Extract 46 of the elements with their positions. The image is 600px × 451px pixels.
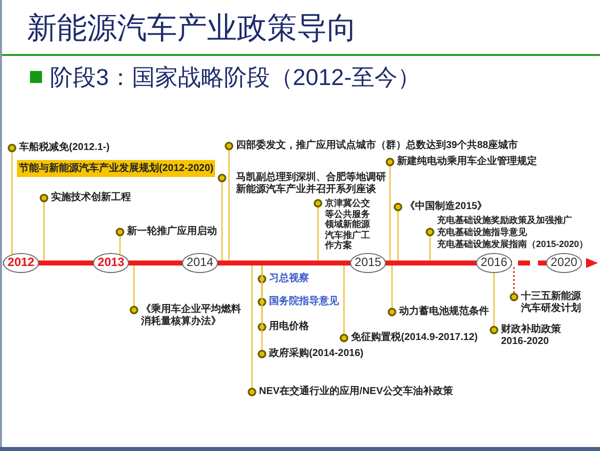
leader-line — [224, 142, 234, 260]
year-marker: 2014 — [182, 253, 218, 273]
event-label: 充电基础设施指导意见 — [437, 226, 527, 238]
leader-line — [258, 266, 266, 358]
leader-line — [314, 198, 322, 260]
year-marker: 2015 — [350, 253, 386, 273]
event-label: 充电基础设施发展指南（2015-2020） — [437, 238, 588, 250]
year-marker: 2012 — [3, 253, 39, 273]
event-label: 新建纯电动乘用车企业管理规定 — [397, 156, 537, 168]
event-label: 政府采购(2014-2016) — [269, 348, 364, 360]
leader-line — [426, 228, 434, 260]
leader-line — [340, 266, 348, 342]
leader-line — [8, 144, 16, 254]
event-label: 实施技术创新工程 — [51, 192, 131, 204]
leader-line — [248, 266, 256, 396]
event-label: 车船税减免(2012.1-) — [19, 142, 110, 154]
slide-title: 新能源汽车产业政策导向 — [27, 11, 357, 47]
event-label: 马凯副总理到深圳、合肥等地调研新能源汽车产业并召开系列座谈 — [236, 172, 387, 196]
event-label: NEV在交通行业的应用/NEV公交车油补政策 — [259, 386, 453, 398]
event-label: 用电价格 — [269, 321, 309, 333]
event-label: 四部委发文，推广应用试点城市（群）总数达到39个共88座城市 — [236, 140, 518, 152]
event-label: 新一轮推广应用启动 — [127, 226, 217, 238]
year-marker: 2020 — [546, 253, 582, 273]
leader-line — [218, 174, 226, 260]
event-label: 财政补助政策2016-2020 — [501, 324, 562, 348]
leader-line — [386, 158, 394, 260]
leader-line — [510, 266, 518, 302]
leader-line — [490, 273, 498, 334]
leader-line — [130, 266, 138, 314]
event-label: 充电基础设施奖励政策及加强推广 — [437, 214, 572, 226]
section-heading: 阶段3：国家战略阶段（2012-至今） — [50, 63, 421, 92]
event-label: 国务院指导意见 — [269, 296, 339, 308]
event-label: 京津冀公交等公共服务领域新能源汽车推广工作方案 — [325, 198, 371, 250]
leader-line — [116, 228, 124, 254]
event-label: 免征购置税(2014.9-2017.12) — [351, 332, 478, 344]
leader-line — [388, 266, 396, 316]
year-marker: 2013 — [93, 253, 129, 273]
year-marker: 2016 — [476, 253, 512, 273]
event-label: 《乘用车企业平均燃料消耗量核算办法》 — [141, 304, 242, 328]
leader-line — [394, 202, 402, 260]
event-label: 《中国制造2015》 — [405, 201, 488, 213]
event-label: 十三五新能源汽车研发计划 — [521, 291, 582, 315]
event-label: 动力蓄电池规范条件 — [399, 306, 489, 318]
event-label: 习总视察 — [269, 273, 309, 285]
highlight-banner: 节能与新能源汽车产业发展规划(2012-2020) — [17, 160, 216, 177]
leader-line — [40, 194, 48, 260]
